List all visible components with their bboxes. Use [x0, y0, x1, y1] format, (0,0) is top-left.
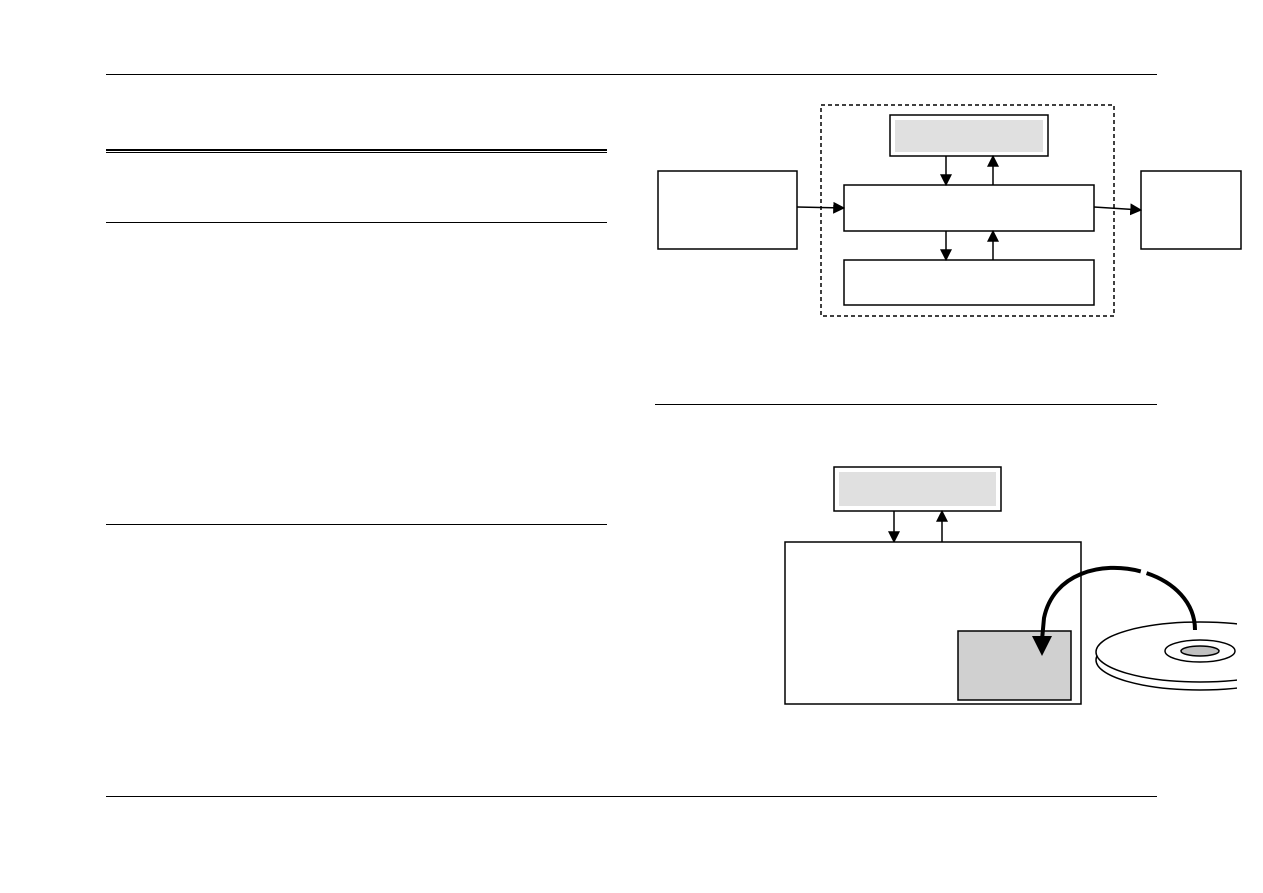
middle-bar [843, 184, 1095, 232]
optical-disc-icon [1095, 600, 1263, 700]
figure-separator-rule [655, 404, 1157, 405]
arrow-input-to-bar [796, 201, 846, 214]
section-rule-2 [106, 524, 607, 525]
top-figure [657, 104, 1242, 317]
header-rule [106, 74, 1157, 75]
curved-arrow-head [1032, 636, 1052, 656]
arrow-bar-to-output [1093, 203, 1143, 216]
section-rule-1 [106, 222, 607, 223]
footer-rule [106, 796, 1157, 797]
device-module [957, 630, 1072, 701]
bottom-top-panel-fill [839, 472, 996, 506]
bottom-figure [784, 466, 1263, 705]
curved-arrow-disc-to-module [1040, 565, 1197, 641]
section-double-rule [106, 149, 607, 153]
lower-bar [843, 259, 1095, 306]
output-box [1140, 170, 1242, 250]
top-panel-fill [895, 120, 1043, 152]
input-box [657, 170, 798, 250]
